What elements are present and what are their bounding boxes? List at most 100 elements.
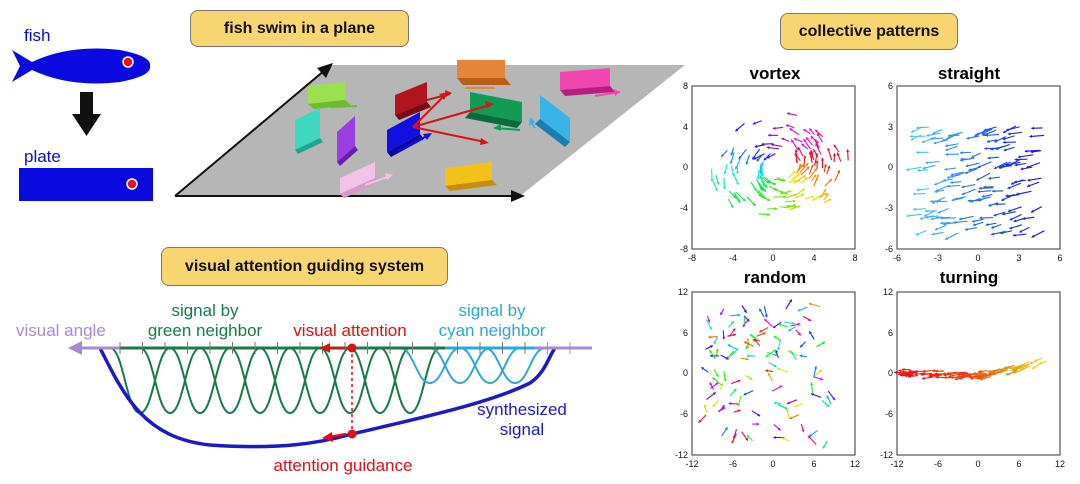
field-arrowhead xyxy=(897,372,901,376)
field-arrowhead xyxy=(846,149,850,152)
field-arrowhead xyxy=(832,153,836,156)
field-arrowhead xyxy=(745,437,748,441)
field-arrowhead xyxy=(780,190,784,194)
field-arrowhead xyxy=(948,374,952,378)
svg-text:6: 6 xyxy=(1016,459,1021,469)
field-arrowhead xyxy=(749,377,753,380)
field-arrowhead xyxy=(805,163,809,167)
field-arrowhead xyxy=(725,356,729,360)
field-arrowhead xyxy=(1026,165,1030,169)
field-arrowhead xyxy=(913,207,916,211)
field-arrowhead xyxy=(735,128,739,132)
field-arrowhead xyxy=(789,128,793,132)
field-arrowhead xyxy=(797,322,801,326)
field-arrowhead xyxy=(974,373,978,377)
field-arrowhead xyxy=(954,371,957,375)
field-arrowhead xyxy=(982,374,986,378)
field-arrowhead xyxy=(925,215,928,219)
field-arrowhead xyxy=(934,182,938,186)
field-arrowhead xyxy=(703,404,707,408)
field-arrowhead xyxy=(810,393,814,396)
field-arrowhead xyxy=(815,153,819,156)
plate-icon xyxy=(19,168,153,201)
field-arrow xyxy=(906,213,923,217)
down-arrow-icon xyxy=(72,92,101,136)
field-arrowhead xyxy=(933,141,937,145)
signal-green-label-line1: signal by xyxy=(171,301,239,320)
svg-text:-8: -8 xyxy=(688,253,696,263)
field-arrowhead xyxy=(777,427,781,431)
svg-text:0: 0 xyxy=(770,253,775,263)
field-arrowhead xyxy=(1001,198,1005,201)
field-arrowhead xyxy=(961,185,965,189)
svg-text:6: 6 xyxy=(888,328,893,338)
field-arrowhead xyxy=(920,372,924,376)
field-arrowhead xyxy=(917,168,920,172)
field-arrowhead xyxy=(1031,126,1034,130)
field-arrowhead xyxy=(743,321,747,325)
field-arrowhead xyxy=(773,401,777,405)
field-arrowhead xyxy=(957,371,961,375)
field-arrowhead xyxy=(836,152,840,156)
field-arrowhead xyxy=(773,435,776,440)
fish-label: fish xyxy=(24,26,50,45)
field-arrowhead xyxy=(715,373,719,377)
field-arrowhead xyxy=(777,367,781,371)
field-arrowhead xyxy=(806,166,810,170)
field-arrowhead xyxy=(991,232,995,236)
field-arrowhead xyxy=(712,377,716,381)
field-arrowhead xyxy=(797,308,801,312)
field-arrowhead xyxy=(944,167,948,171)
field-arrowhead xyxy=(977,190,981,194)
svg-text:-6: -6 xyxy=(680,409,688,419)
field-arrowhead xyxy=(946,136,950,140)
svg-text:0: 0 xyxy=(683,368,688,378)
random-xticks: -12 -6 0 6 12 xyxy=(685,459,860,469)
field-arrowhead xyxy=(823,188,826,192)
visual-attention-label: visual attention xyxy=(293,321,406,340)
field-arrowhead xyxy=(982,133,986,136)
svg-text:6: 6 xyxy=(811,459,816,469)
field-arrowhead xyxy=(732,328,736,332)
field-arrowhead xyxy=(767,213,771,217)
field-arrow xyxy=(976,172,991,181)
field-arrowhead xyxy=(759,329,763,333)
field-arrowhead xyxy=(752,156,756,160)
field-arrowhead xyxy=(994,166,998,169)
svg-text:-12: -12 xyxy=(890,459,903,469)
field-arrowhead xyxy=(820,157,825,161)
field-arrowhead xyxy=(971,155,975,158)
svg-text:-6: -6 xyxy=(885,409,893,419)
field-arrowhead xyxy=(787,112,790,116)
field-arrowhead xyxy=(993,213,997,217)
field-arrowhead xyxy=(988,370,992,374)
signal-curve xyxy=(459,347,521,385)
svg-text:12: 12 xyxy=(850,459,860,469)
svg-text:3: 3 xyxy=(1016,253,1021,263)
field-arrowhead xyxy=(916,188,920,192)
field-arrowhead xyxy=(898,369,902,373)
field-arrowhead xyxy=(815,177,819,181)
field-arrowhead xyxy=(745,161,749,165)
field-arrowhead xyxy=(781,137,785,141)
field-arrowhead xyxy=(724,427,728,431)
field-arrowhead xyxy=(940,221,943,225)
field-arrowhead xyxy=(981,194,985,198)
field-arrowhead xyxy=(991,225,995,229)
field-arrowhead xyxy=(756,176,760,180)
field-arrowhead xyxy=(837,170,841,174)
field-arrowhead xyxy=(772,325,776,328)
field-arrowhead xyxy=(803,155,807,159)
field-arrowhead xyxy=(814,139,818,143)
svg-text:-6: -6 xyxy=(934,459,942,469)
field-arrowhead xyxy=(788,328,792,332)
field-arrowhead xyxy=(987,156,991,160)
field-arrowhead xyxy=(1002,212,1005,216)
field-arrowhead xyxy=(792,170,796,174)
field-arrowhead xyxy=(803,139,807,143)
field-arrowhead xyxy=(983,128,987,132)
field-arrowhead xyxy=(766,146,770,150)
signal-curve xyxy=(349,347,411,415)
field-arrowhead xyxy=(925,161,929,165)
svg-text:-8: -8 xyxy=(680,244,688,254)
